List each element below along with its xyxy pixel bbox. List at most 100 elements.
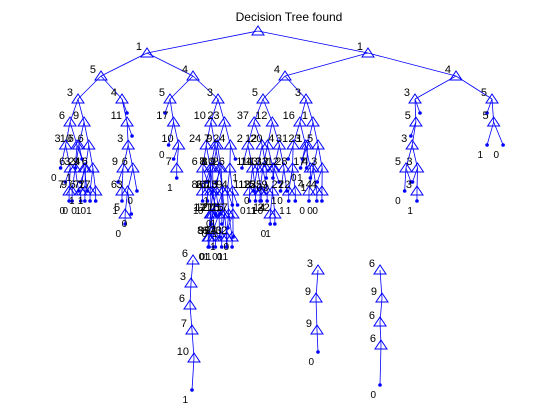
split-node-marker (374, 339, 388, 350)
split-feature-label: 3 (406, 179, 412, 191)
split-feature-label: 9 (305, 286, 311, 298)
split-node-marker (300, 139, 315, 150)
split-node-marker (184, 277, 198, 288)
split-feature-label: 6 (122, 156, 128, 168)
leaf-class-label: 0 (370, 390, 376, 401)
leaf-node-marker (216, 203, 220, 207)
leaf-node-marker (211, 245, 216, 249)
split-node-marker (225, 208, 240, 219)
split-node-marker (116, 162, 130, 173)
leaf-class-label: 1 (217, 252, 223, 263)
split-feature-label: 20 (210, 225, 222, 237)
leaf-node-marker (220, 222, 224, 226)
leaf-class-label: 1 (193, 206, 199, 217)
tree-edge (202, 167, 209, 183)
split-feature-label: 13 (249, 156, 261, 168)
split-feature-label: 13 (245, 156, 257, 168)
split-feature-label: 37 (237, 110, 249, 122)
split-feature-label: 10 (60, 133, 72, 145)
leaf-node-marker (286, 199, 291, 203)
leaf-class-label: 1 (78, 196, 84, 207)
leaf-node-marker (70, 199, 74, 203)
split-feature-label: 12 (257, 156, 269, 168)
leaf-node-marker (135, 189, 139, 193)
tree-edge (486, 98, 493, 114)
tree-edge (302, 144, 308, 160)
split-feature-label: 7 (181, 318, 187, 330)
tree-edge (412, 167, 418, 183)
split-feature-label: 9 (198, 225, 204, 237)
leaf-class-label: 0 (159, 150, 165, 161)
split-feature-label: 13 (205, 179, 217, 191)
tree-edge (205, 167, 211, 183)
leaf-class-label: 1 (252, 206, 258, 217)
tree-edge (379, 344, 382, 386)
leaf-node-marker (402, 189, 407, 193)
leaf-class-label: 0 (244, 196, 250, 207)
leaf-node-marker (163, 111, 167, 115)
split-feature-label: 3 (295, 87, 301, 99)
tree-edge (146, 52, 194, 77)
leaf-node-marker (214, 180, 218, 184)
split-feature-label: 12 (255, 110, 267, 122)
leaf-class-label: 0 (277, 196, 283, 207)
split-feature-label: 9 (112, 156, 118, 168)
leaf-class-label: 1 (232, 173, 238, 184)
split-feature-label: 5 (395, 156, 401, 168)
split-node-marker (373, 316, 387, 327)
leaf-node-marker (264, 176, 269, 180)
split-feature-label: 9 (73, 110, 79, 122)
split-feature-label: 2 (221, 225, 227, 237)
split-feature-label: 5 (483, 110, 489, 122)
split-node-marker (314, 185, 329, 196)
split-node-marker (485, 93, 499, 104)
leaf-node-marker (286, 157, 290, 161)
split-node-marker (140, 47, 154, 58)
split-feature-label: 5 (405, 110, 411, 122)
split-feature-label: 4 (311, 179, 317, 191)
leaf-node-marker (205, 180, 210, 184)
leaf-node-marker (205, 199, 210, 203)
split-feature-label: 17 (195, 202, 207, 214)
leaf-class-label: 0 (494, 150, 500, 161)
split-feature-label: 14 (253, 202, 265, 214)
leaf-node-marker (230, 245, 234, 249)
leaf-node-marker (219, 245, 224, 249)
tree-edge (405, 167, 412, 183)
leaf-node-marker (485, 143, 489, 147)
leaf-node-marker (271, 176, 275, 180)
split-feature-label: 11 (233, 179, 244, 191)
split-feature-label: 10 (161, 133, 173, 145)
leaf-node-marker (58, 166, 63, 170)
split-feature-label: 4 (111, 87, 117, 99)
split-node-marker (195, 162, 210, 173)
leaf-node-marker (226, 226, 230, 230)
leaf-node-marker (83, 199, 87, 203)
split-node-marker (68, 162, 83, 173)
split-feature-label: 9 (261, 179, 267, 191)
split-node-marker (306, 116, 320, 127)
leaf-class-label: 1 (66, 173, 72, 184)
leaf-node-marker (415, 199, 419, 203)
tree-edge (169, 75, 194, 100)
split-feature-label: 1 (302, 110, 308, 122)
leaf-node-marker (130, 134, 134, 138)
leaf-node-marker (315, 180, 320, 184)
split-node-marker (225, 231, 240, 242)
leaf-node-marker (320, 199, 324, 203)
leaf-class-label: 1 (203, 196, 209, 207)
split-feature-label: 6 (218, 202, 224, 214)
split-node-marker (171, 139, 186, 150)
split-feature-label: 8 (202, 156, 208, 168)
split-feature-label: 12 (245, 133, 257, 145)
leaf-node-marker (409, 134, 413, 138)
split-feature-label: 35 (250, 179, 262, 191)
split-feature-label: 22 (278, 179, 290, 191)
tree-edge (80, 167, 86, 183)
split-feature-label: 5 (481, 87, 487, 99)
split-feature-label: 3 (406, 156, 412, 168)
split-feature-label: 7 (74, 179, 80, 191)
split-feature-label: 10 (194, 110, 206, 122)
split-feature-label: 7 (199, 156, 205, 168)
split-node-marker (210, 139, 225, 150)
